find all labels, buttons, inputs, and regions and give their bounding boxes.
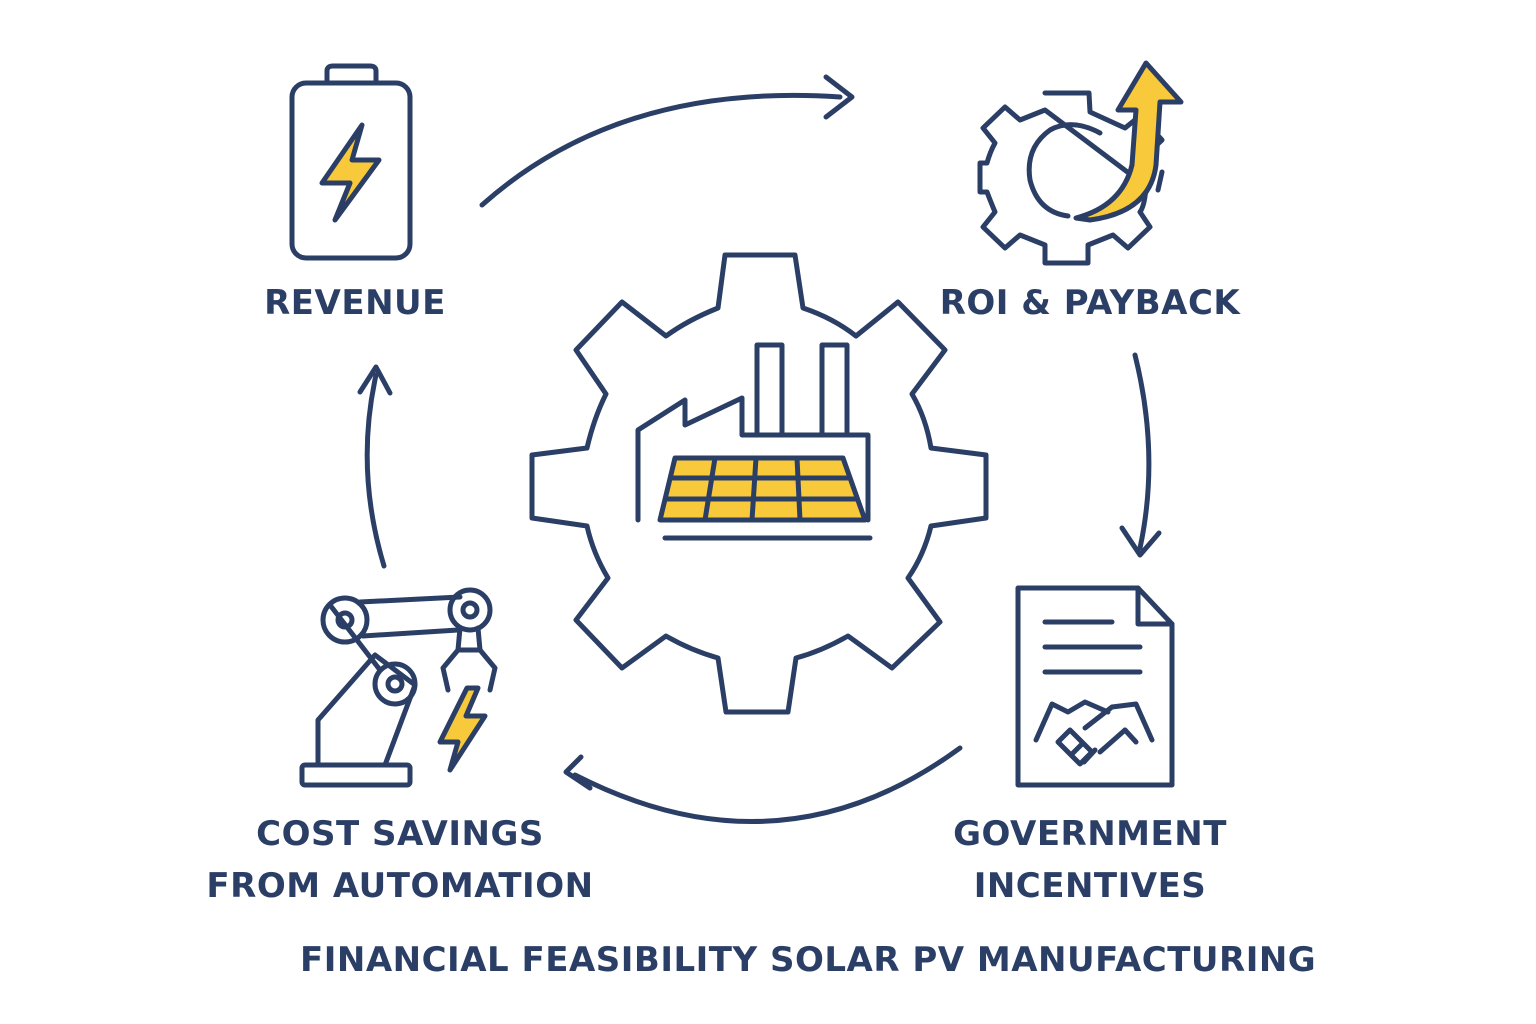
node-label-line: COST SAVINGS	[256, 814, 544, 854]
diagram-title: FINANCIAL FEASIBILITY SOLAR PV MANUFACTU…	[300, 940, 1317, 980]
node-label-line: FROM AUTOMATION	[206, 866, 594, 906]
arrow-incentives-to-cost	[563, 745, 963, 824]
node-label-line: GOVERNMENT	[953, 814, 1227, 854]
battery-lightning-icon	[289, 63, 413, 261]
gear-factory-solar-panel-icon	[529, 252, 989, 715]
arrow-cost-to-revenue	[357, 364, 393, 569]
node-label-line: INCENTIVES	[973, 866, 1207, 906]
document-handshake-icon	[1015, 585, 1175, 788]
arrow-revenue-to-roi	[479, 74, 855, 208]
robot-arm-lightning-icon	[299, 587, 498, 788]
node-label-roi-payback: ROI & PAYBACK	[939, 283, 1241, 323]
node-label-cost-savings: COST SAVINGS FROM AUTOMATION	[200, 808, 600, 912]
node-label-revenue: REVENUE	[264, 283, 446, 323]
arrow-roi-to-incentives	[1119, 352, 1162, 558]
node-label-government-incentives: GOVERNMENT INCENTIVES	[930, 808, 1250, 912]
gear-up-arrow-icon	[977, 60, 1184, 266]
